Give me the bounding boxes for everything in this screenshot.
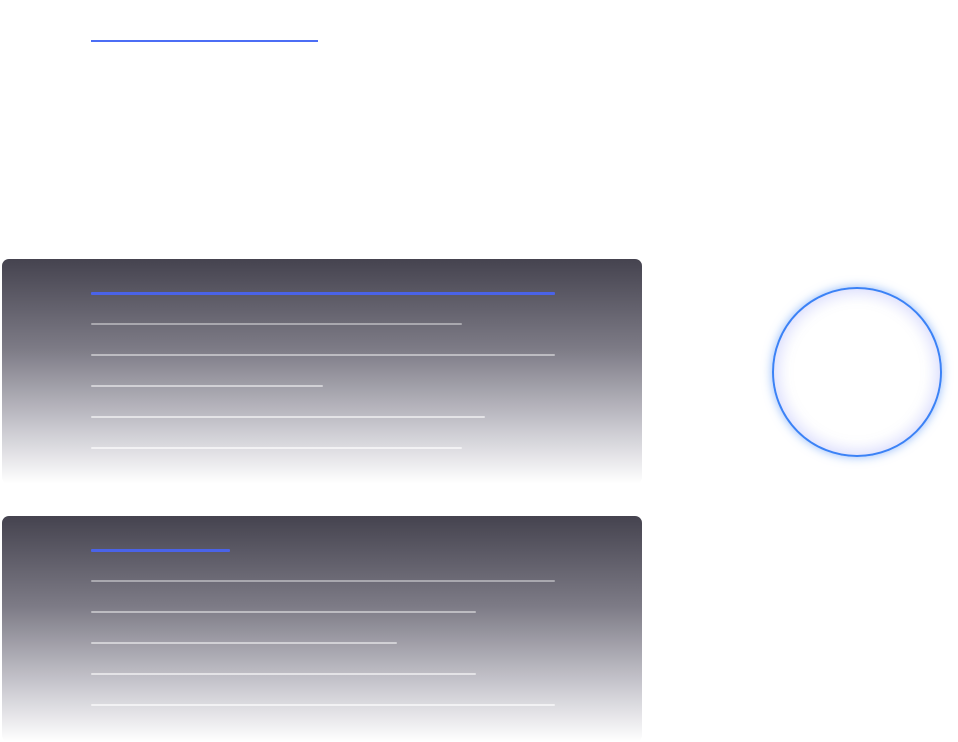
card-text-line [91,580,555,582]
card-accent-line [91,549,230,552]
card-text-line [91,611,476,613]
gradient-card-1 [2,259,642,484]
card-text-line [91,673,476,675]
top-underline [91,40,318,42]
card-text-line [91,447,462,449]
circle-indicator-icon [772,287,942,457]
card-accent-line [91,292,555,295]
card-text-line [91,385,323,387]
card-text-line [91,642,397,644]
card-text-line [91,323,462,325]
gradient-card-2 [2,516,642,742]
card-text-line [91,416,485,418]
card-text-line [91,354,555,356]
card-text-line [91,704,555,706]
circle-button[interactable] [772,287,942,457]
